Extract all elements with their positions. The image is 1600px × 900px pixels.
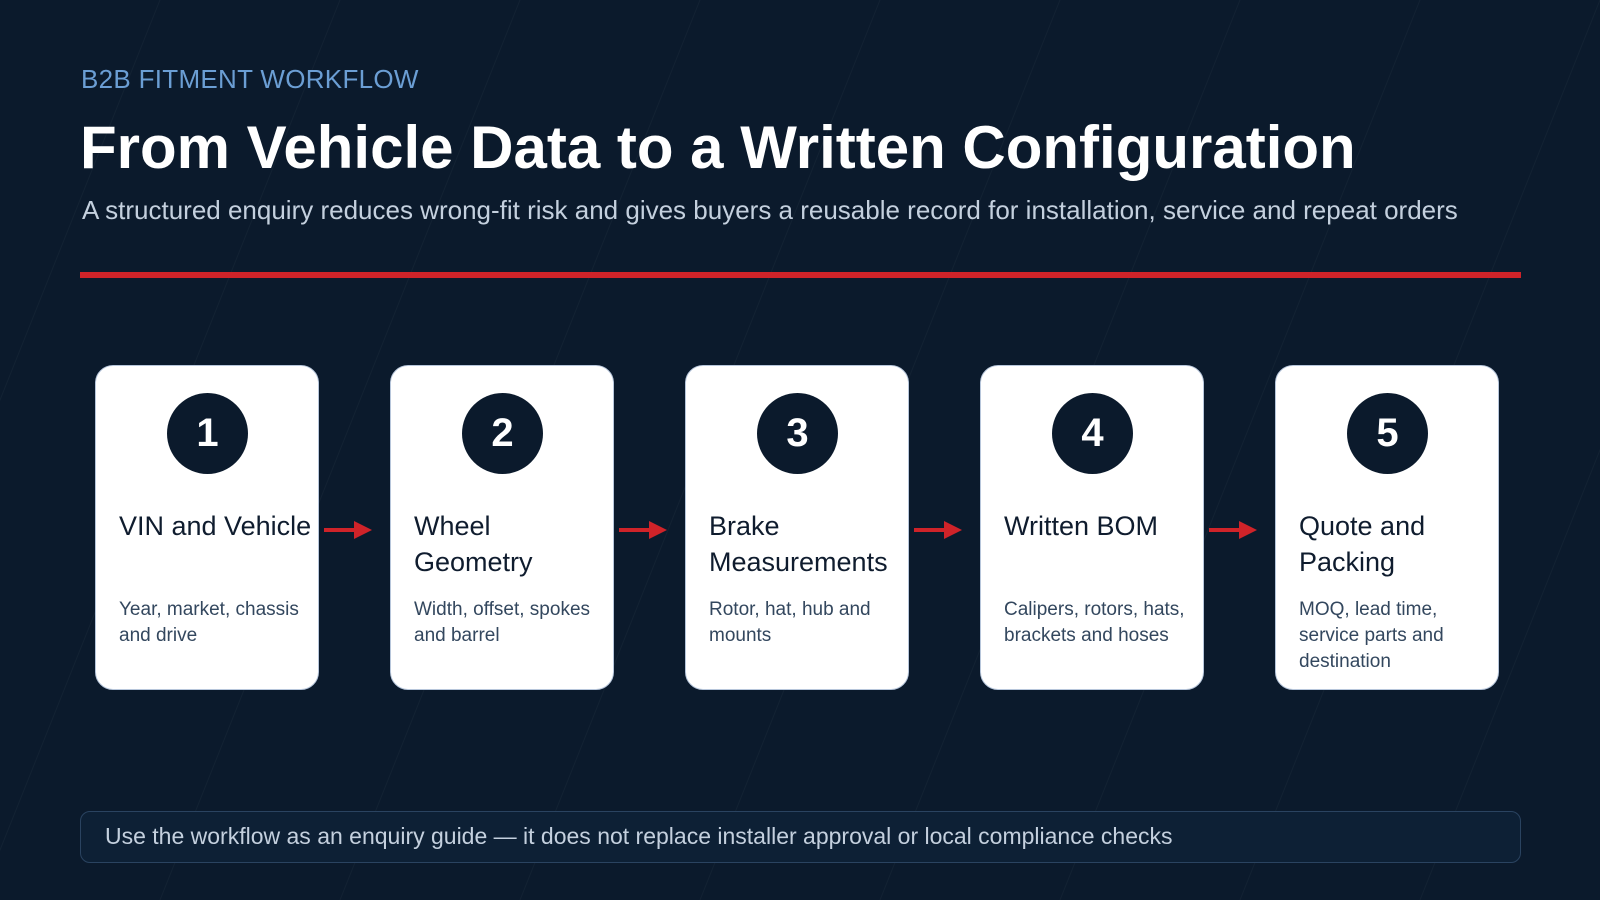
step-title: VIN and Vehicle — [119, 511, 312, 541]
disclaimer-note: Use the workflow as an enquiry guide — i… — [80, 811, 1521, 863]
step-description: Width, offset, spokes and barrel — [414, 599, 591, 646]
step-card-1: 1 VIN and Vehicle Year, market, chassis … — [95, 365, 319, 690]
right-arrow-icon — [324, 521, 372, 539]
step-title: Quote and Packing — [1299, 511, 1426, 577]
step-card-3: 3 Brake Measurements Rotor, hat, hub and… — [685, 365, 909, 690]
step-number-badge: 3 — [757, 393, 838, 474]
right-arrow-icon — [914, 521, 962, 539]
step-number-badge: 5 — [1347, 393, 1428, 474]
step-number-badge: 2 — [462, 393, 543, 474]
step-description: Rotor, hat, hub and mounts — [709, 599, 871, 646]
step-description: Calipers, rotors, hats, brackets and hos… — [1004, 599, 1185, 646]
step-description: MOQ, lead time, service parts and destin… — [1299, 599, 1444, 672]
step-card-2: 2 Wheel Geometry Width, offset, spokes a… — [390, 365, 614, 690]
step-number-badge: 1 — [167, 393, 248, 474]
page-title: From Vehicle Data to a Written Configura… — [80, 114, 1356, 181]
step-card-4: 4 Written BOM Calipers, rotors, hats, br… — [980, 365, 1204, 690]
right-arrow-icon — [619, 521, 667, 539]
step-description: Year, market, chassis and drive — [119, 599, 299, 646]
step-title: Written BOM — [1004, 511, 1159, 541]
right-arrow-icon — [1209, 521, 1257, 539]
step-title: Brake Measurements — [709, 511, 888, 577]
step-title: Wheel Geometry — [414, 511, 533, 577]
eyebrow-label: B2B FITMENT WORKFLOW — [81, 64, 419, 94]
page-subtitle: A structured enquiry reduces wrong-fit r… — [82, 195, 1458, 225]
title-divider — [80, 272, 1521, 278]
step-number-badge: 4 — [1052, 393, 1133, 474]
step-card-5: 5 Quote and Packing MOQ, lead time, serv… — [1275, 365, 1499, 690]
